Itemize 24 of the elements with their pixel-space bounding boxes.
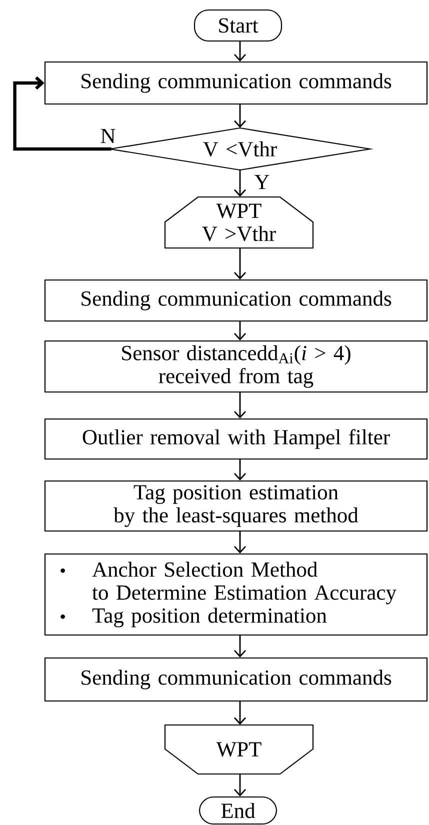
process-box: Sending communication commands: [44, 279, 428, 322]
arrow: [234, 634, 246, 658]
process-box: Anchor Selection Method to Determine Estimation Accuracy Tag position determination: [44, 553, 428, 636]
terminal-box: End: [198, 796, 278, 825]
arrow: [234, 700, 246, 725]
arrow: [234, 40, 246, 62]
arrow: [234, 530, 246, 554]
arrow: [234, 169, 246, 197]
loop-end-box: WPT: [164, 724, 314, 775]
process-box: Sending communication commands: [44, 61, 428, 105]
terminal-box: Start: [194, 9, 282, 42]
process-box: Outlier removal with Hampel filter: [44, 418, 428, 460]
loop-start-box: WPT V >Vthr: [164, 196, 314, 249]
arrow: [234, 320, 246, 340]
process-box: Sending communication commands: [44, 657, 428, 702]
process-box: Tag position estimation by the least-squares method: [44, 480, 428, 532]
arrow: [234, 104, 246, 128]
arrow: [234, 248, 246, 280]
arrow: [234, 774, 246, 796]
arrow: [234, 458, 246, 480]
process-box: Sensor distancedd$_{Ai}$(i > 4) received from tag: [44, 340, 428, 393]
arrow: [13, 76, 112, 151]
edge-label: Y: [253, 174, 271, 190]
arrow: [234, 392, 246, 418]
